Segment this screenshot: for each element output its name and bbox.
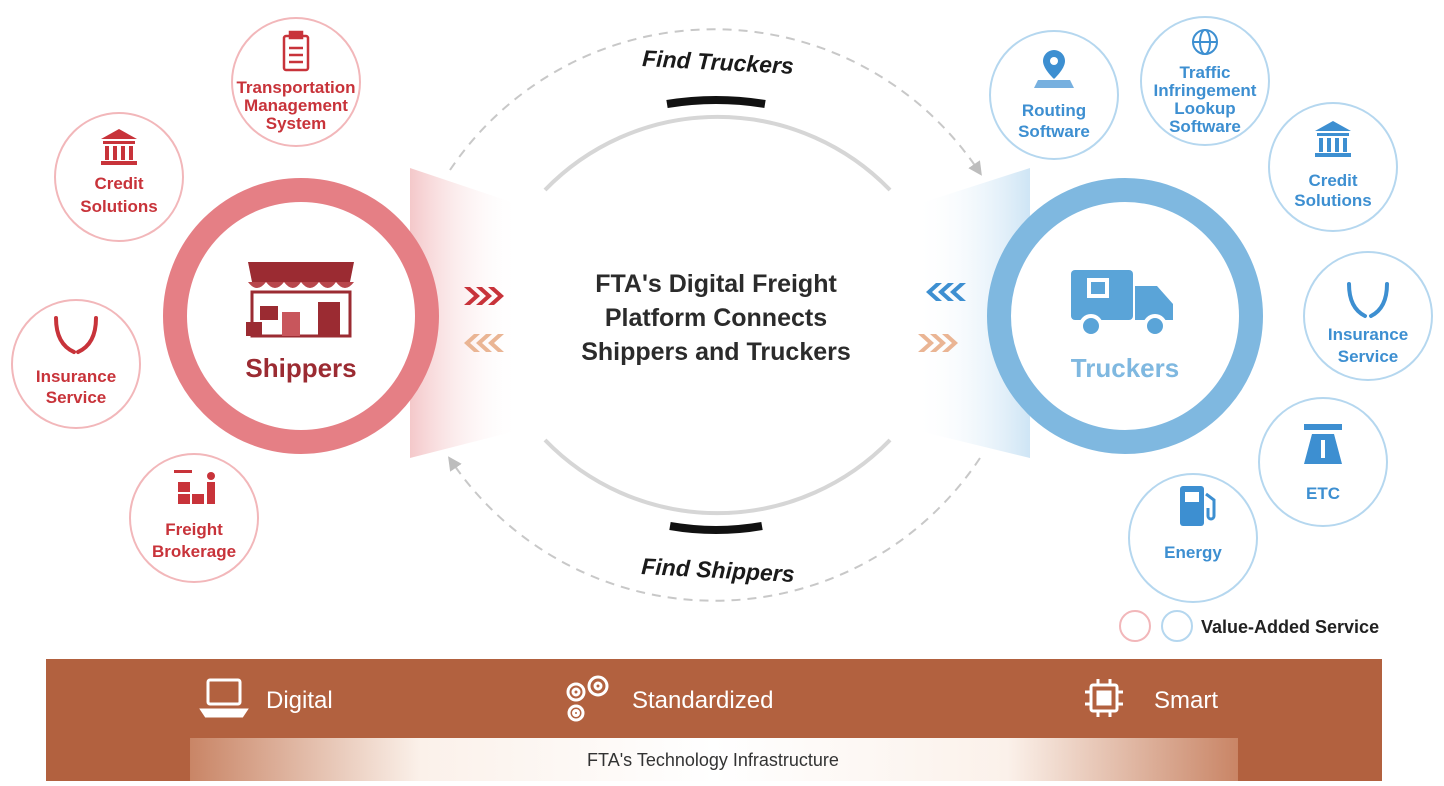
hands-icon bbox=[54, 316, 98, 354]
service-shipper-credit: Credit Solutions bbox=[54, 112, 184, 242]
service-routing-line1: Routing bbox=[1022, 101, 1086, 120]
map-pin-icon bbox=[1034, 50, 1074, 88]
infrastructure-base-label: FTA's Technology Infrastructure bbox=[587, 750, 839, 770]
service-brokerage: Freight Brokerage bbox=[129, 453, 259, 583]
service-etc-line1: ETC bbox=[1306, 484, 1340, 503]
highway-icon bbox=[1304, 424, 1342, 464]
truckers-fan bbox=[915, 168, 1030, 458]
service-tms-line1: Transportation bbox=[236, 78, 355, 97]
service-energy: Energy bbox=[1128, 473, 1258, 603]
globe-icon bbox=[1192, 29, 1218, 55]
service-traffic-line1: Traffic bbox=[1179, 63, 1230, 82]
shippers-fan bbox=[410, 168, 520, 458]
svg-text:FTA's Digital Freight: FTA's Digital Freight bbox=[595, 270, 837, 298]
bank-icon bbox=[101, 129, 137, 165]
service-trucker-credit-line2: Solutions bbox=[1294, 191, 1371, 210]
service-shipper-insurance-line1: Insurance bbox=[36, 367, 116, 386]
service-routing: Routing Software bbox=[989, 30, 1119, 160]
hands-icon bbox=[1347, 282, 1389, 318]
freight-icon bbox=[174, 470, 215, 504]
pillar-standardized: Standardized bbox=[566, 675, 773, 722]
find-shippers-arc bbox=[448, 456, 981, 602]
infrastructure-bar: FTA's Technology Infrastructure Digital … bbox=[46, 659, 1382, 781]
inner-ring-top bbox=[543, 114, 892, 192]
service-etc: ETC bbox=[1258, 397, 1388, 527]
inner-ring-bottom bbox=[543, 438, 892, 516]
infrastructure-base bbox=[190, 738, 1238, 781]
service-tms: Transportation Management System bbox=[231, 17, 361, 147]
service-trucker-credit-line1: Credit bbox=[1308, 171, 1357, 190]
shippers-in-chevrons bbox=[464, 334, 504, 352]
find-shippers-label: Find Shippers bbox=[641, 553, 795, 587]
storefront-icon bbox=[246, 262, 354, 338]
laptop-icon bbox=[199, 678, 249, 718]
service-traffic-line3: Lookup bbox=[1174, 99, 1235, 118]
pillar-standardized-label: Standardized bbox=[632, 687, 773, 714]
truck-icon bbox=[1071, 270, 1173, 338]
service-shipper-credit-line1: Credit bbox=[94, 174, 143, 193]
pillar-digital-label: Digital bbox=[266, 687, 333, 714]
truckers-in-chevrons bbox=[926, 283, 966, 301]
service-brokerage-line2: Brokerage bbox=[152, 542, 236, 561]
shippers-out-chevrons bbox=[464, 287, 504, 305]
legend-label: Value-Added Service bbox=[1201, 617, 1379, 637]
find-truckers-arc bbox=[449, 28, 982, 176]
legend-blue-swatch bbox=[1161, 610, 1193, 642]
service-shipper-credit-line2: Solutions bbox=[80, 197, 157, 216]
service-traffic: Traffic Infringement Lookup Software bbox=[1140, 16, 1270, 146]
truckers-node: Truckers bbox=[987, 178, 1263, 454]
top-dark-segment bbox=[666, 96, 766, 108]
shippers-label: Shippers bbox=[245, 353, 356, 383]
service-shipper-insurance: Insurance Service bbox=[11, 299, 141, 429]
legend-red-swatch bbox=[1119, 610, 1151, 642]
service-traffic-line2: Infringement bbox=[1154, 81, 1257, 100]
truckers-label: Truckers bbox=[1071, 353, 1179, 383]
service-traffic-line4: Software bbox=[1169, 117, 1241, 136]
fuel-pump-icon bbox=[1180, 486, 1216, 526]
service-tms-line3: System bbox=[266, 114, 326, 133]
service-tms-line2: Management bbox=[244, 96, 348, 115]
service-routing-line2: Software bbox=[1018, 122, 1090, 141]
clipboard-icon bbox=[282, 30, 310, 72]
service-trucker-insurance: Insurance Service bbox=[1303, 251, 1433, 381]
center-title: FTA's Digital Freight Platform Connects … bbox=[581, 270, 851, 366]
pillar-digital: Digital bbox=[199, 678, 333, 718]
service-trucker-insurance-line2: Service bbox=[1338, 347, 1399, 366]
svg-text:Platform Connects: Platform Connects bbox=[605, 304, 827, 332]
service-energy-line1: Energy bbox=[1164, 543, 1222, 562]
find-truckers-label: Find Truckers bbox=[642, 45, 795, 79]
legend: Value-Added Service bbox=[1119, 610, 1379, 642]
bank-icon bbox=[1315, 121, 1351, 157]
pillar-smart-label: Smart bbox=[1154, 687, 1218, 714]
truckers-out-chevrons bbox=[918, 334, 958, 352]
bottom-dark-segment bbox=[669, 522, 763, 534]
service-trucker-credit: Credit Solutions bbox=[1268, 102, 1398, 232]
service-shipper-insurance-line2: Service bbox=[46, 388, 107, 407]
gears-icon bbox=[566, 675, 609, 722]
shippers-node: Shippers bbox=[163, 178, 439, 454]
service-trucker-insurance-line1: Insurance bbox=[1328, 325, 1408, 344]
svg-text:Shippers and Truckers: Shippers and Truckers bbox=[581, 338, 851, 366]
service-brokerage-line1: Freight bbox=[165, 520, 223, 539]
pillar-smart: Smart bbox=[1085, 679, 1218, 717]
chip-icon bbox=[1085, 679, 1123, 717]
